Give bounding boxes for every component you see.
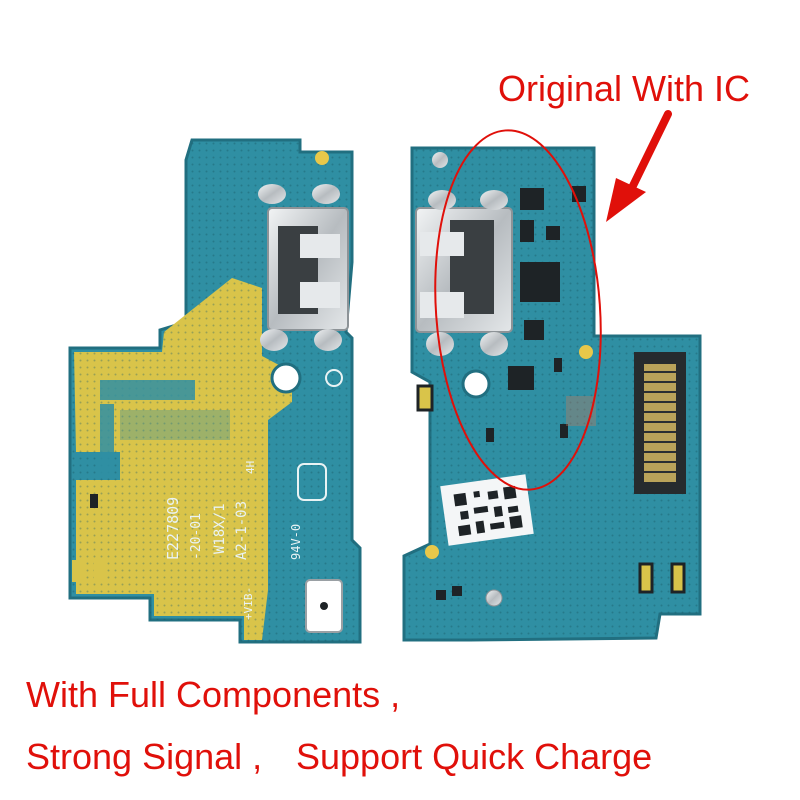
marking-line1: E227809	[164, 497, 182, 560]
marking-line4: A2-1-03	[234, 501, 250, 560]
caption-line-1: With Full Components ,	[26, 674, 401, 715]
marking-line5: 4H	[244, 461, 257, 474]
right-pcb-board	[402, 146, 702, 642]
caption-line-2a: Strong Signal ,	[26, 736, 263, 777]
ic-chip-main	[520, 262, 560, 302]
marking-line7: +VIB-	[242, 587, 255, 620]
highlight-ellipse	[434, 129, 602, 491]
annotation-label: Original With IC	[498, 68, 751, 109]
arrow-icon	[606, 110, 672, 222]
left-pcb-board: E227809 -20-01 W18X/1 A2-1-03 4H 94V-0 +…	[68, 138, 362, 644]
marking-line3: W18X/1	[212, 503, 228, 554]
marking-line6: 94V-0	[289, 524, 303, 560]
caption-line-2b: Support Quick Charge	[296, 736, 653, 777]
marking-line2: -20-01	[189, 513, 204, 560]
